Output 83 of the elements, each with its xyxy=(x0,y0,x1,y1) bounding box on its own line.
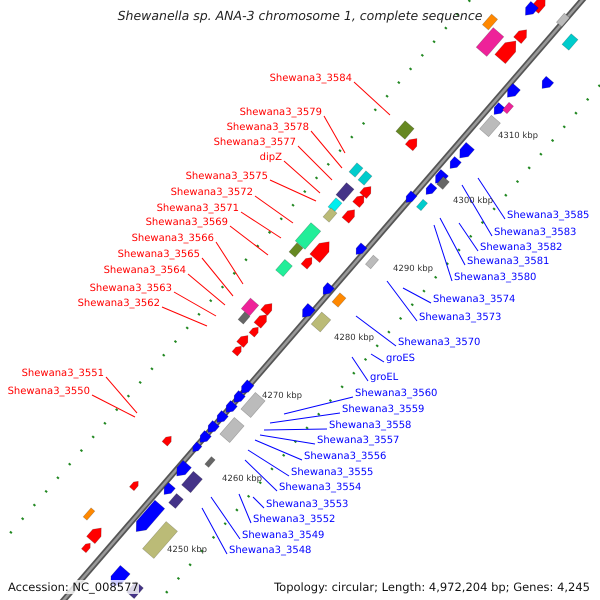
gene-label: Shewana3_3560 xyxy=(355,388,438,400)
gene-label: Shewana3_3565 xyxy=(118,249,200,261)
leader-line xyxy=(370,354,384,362)
leader-line xyxy=(230,226,268,256)
leader-line xyxy=(106,376,138,414)
gene-label: Shewana3_3575 xyxy=(186,171,268,183)
gene-label: Shewana3_3554 xyxy=(279,482,362,494)
leader-line xyxy=(298,146,332,180)
tick-label: 4250 kbp xyxy=(167,545,208,555)
tick-label: 4260 kbp xyxy=(222,474,262,484)
gene-label: Shewana3_3559 xyxy=(342,404,424,416)
gene-label: Shewana3_3571 xyxy=(156,203,239,215)
leader-line xyxy=(352,356,368,382)
leader-line xyxy=(386,280,418,322)
leader-line xyxy=(162,306,208,326)
gene-label: Shewana3_3584 xyxy=(270,73,352,85)
tick-label: 4280 kbp xyxy=(334,333,374,343)
gene-label: Shewana3_3549 xyxy=(242,530,324,542)
leader-line xyxy=(216,242,244,284)
gene-label: Shewana3_3564 xyxy=(104,265,186,277)
gene-label: Shewana3_3577 xyxy=(214,137,296,149)
leader-line xyxy=(188,274,226,306)
tick-label: 4270 kbp xyxy=(262,391,302,401)
leader-line xyxy=(310,130,342,168)
map-title: Shewanella sp. ANA-3 chromosome 1, complete sequence xyxy=(116,8,484,23)
leader-line xyxy=(202,508,228,554)
gene-label: Shewana3_3581 xyxy=(467,256,550,268)
gene-label: Shewana3_3551 xyxy=(22,368,104,380)
gene-label: Shewana3_3572 xyxy=(170,187,253,199)
gene-label: Shewana3_3557 xyxy=(317,435,400,447)
leader-line xyxy=(458,222,478,252)
leader-line xyxy=(252,496,264,508)
gene-label: Shewana3_3558 xyxy=(329,420,412,432)
gene-label: Shewana3_3574 xyxy=(433,294,516,306)
gene-label: Shewana3_3569 xyxy=(146,217,228,229)
leader-line xyxy=(356,316,396,346)
gene-label: Shewana3_3579 xyxy=(240,107,322,119)
gene-label: Shewana3_3562 xyxy=(78,298,160,310)
gene-label: Shewana3_3583 xyxy=(494,227,576,239)
gene-label: Shewana3_3585 xyxy=(507,210,590,222)
leader-line xyxy=(260,434,316,444)
gene-label: dipZ xyxy=(260,152,282,164)
leader-line xyxy=(244,460,278,492)
gene-label: Shewana3_3578 xyxy=(226,122,309,134)
leader-line xyxy=(284,160,320,194)
leader-line xyxy=(434,224,452,282)
leader-line xyxy=(92,394,136,418)
leader-line xyxy=(402,288,432,304)
gene-label: Shewana3_3552 xyxy=(253,514,336,526)
gene-label: Shewana3_3582 xyxy=(480,242,562,254)
leader-line xyxy=(270,180,316,202)
leader-line xyxy=(240,212,282,238)
leader-line xyxy=(210,496,240,540)
tick-label: 4290 kbp xyxy=(393,264,434,274)
gene-label: Shewana3_3573 xyxy=(419,312,502,324)
leader-line xyxy=(254,196,294,224)
leader-line xyxy=(270,412,340,424)
gene-label: Shewana3_3566 xyxy=(132,233,214,245)
gene-label: groES xyxy=(386,353,416,365)
leader-line xyxy=(174,292,216,316)
topology-text: Topology: circular; Length: 4,972,204 bp; Genes: 4,245 xyxy=(274,580,590,594)
leader-line xyxy=(324,116,346,154)
gene-label: Shewana3_3550 xyxy=(8,386,90,398)
gene-label: Shewana3_3556 xyxy=(304,451,386,463)
gene-label: Shewana3_3580 xyxy=(454,272,536,284)
leader-line xyxy=(264,428,328,430)
gene-label: Shewana3_3548 xyxy=(229,545,312,557)
leader-line xyxy=(462,184,492,236)
leader-line xyxy=(478,178,506,220)
accession-text: Accession: NC_008577 xyxy=(8,580,139,594)
leader-line xyxy=(254,440,302,460)
leader-line xyxy=(284,396,354,414)
leader-line xyxy=(202,258,234,296)
leader-line xyxy=(238,494,252,524)
leader-line xyxy=(440,218,466,266)
leader-line xyxy=(354,82,390,116)
gene-label: Shewana3_3563 xyxy=(90,283,172,295)
gene-label: Shewana3_3570 xyxy=(398,337,480,349)
leader-line xyxy=(248,450,290,476)
tick-label: 4310 kbp xyxy=(498,131,538,141)
gene-label: Shewana3_3555 xyxy=(291,467,374,479)
gene-label: groEL xyxy=(370,372,398,384)
gene-label: Shewana3_3553 xyxy=(266,499,348,511)
